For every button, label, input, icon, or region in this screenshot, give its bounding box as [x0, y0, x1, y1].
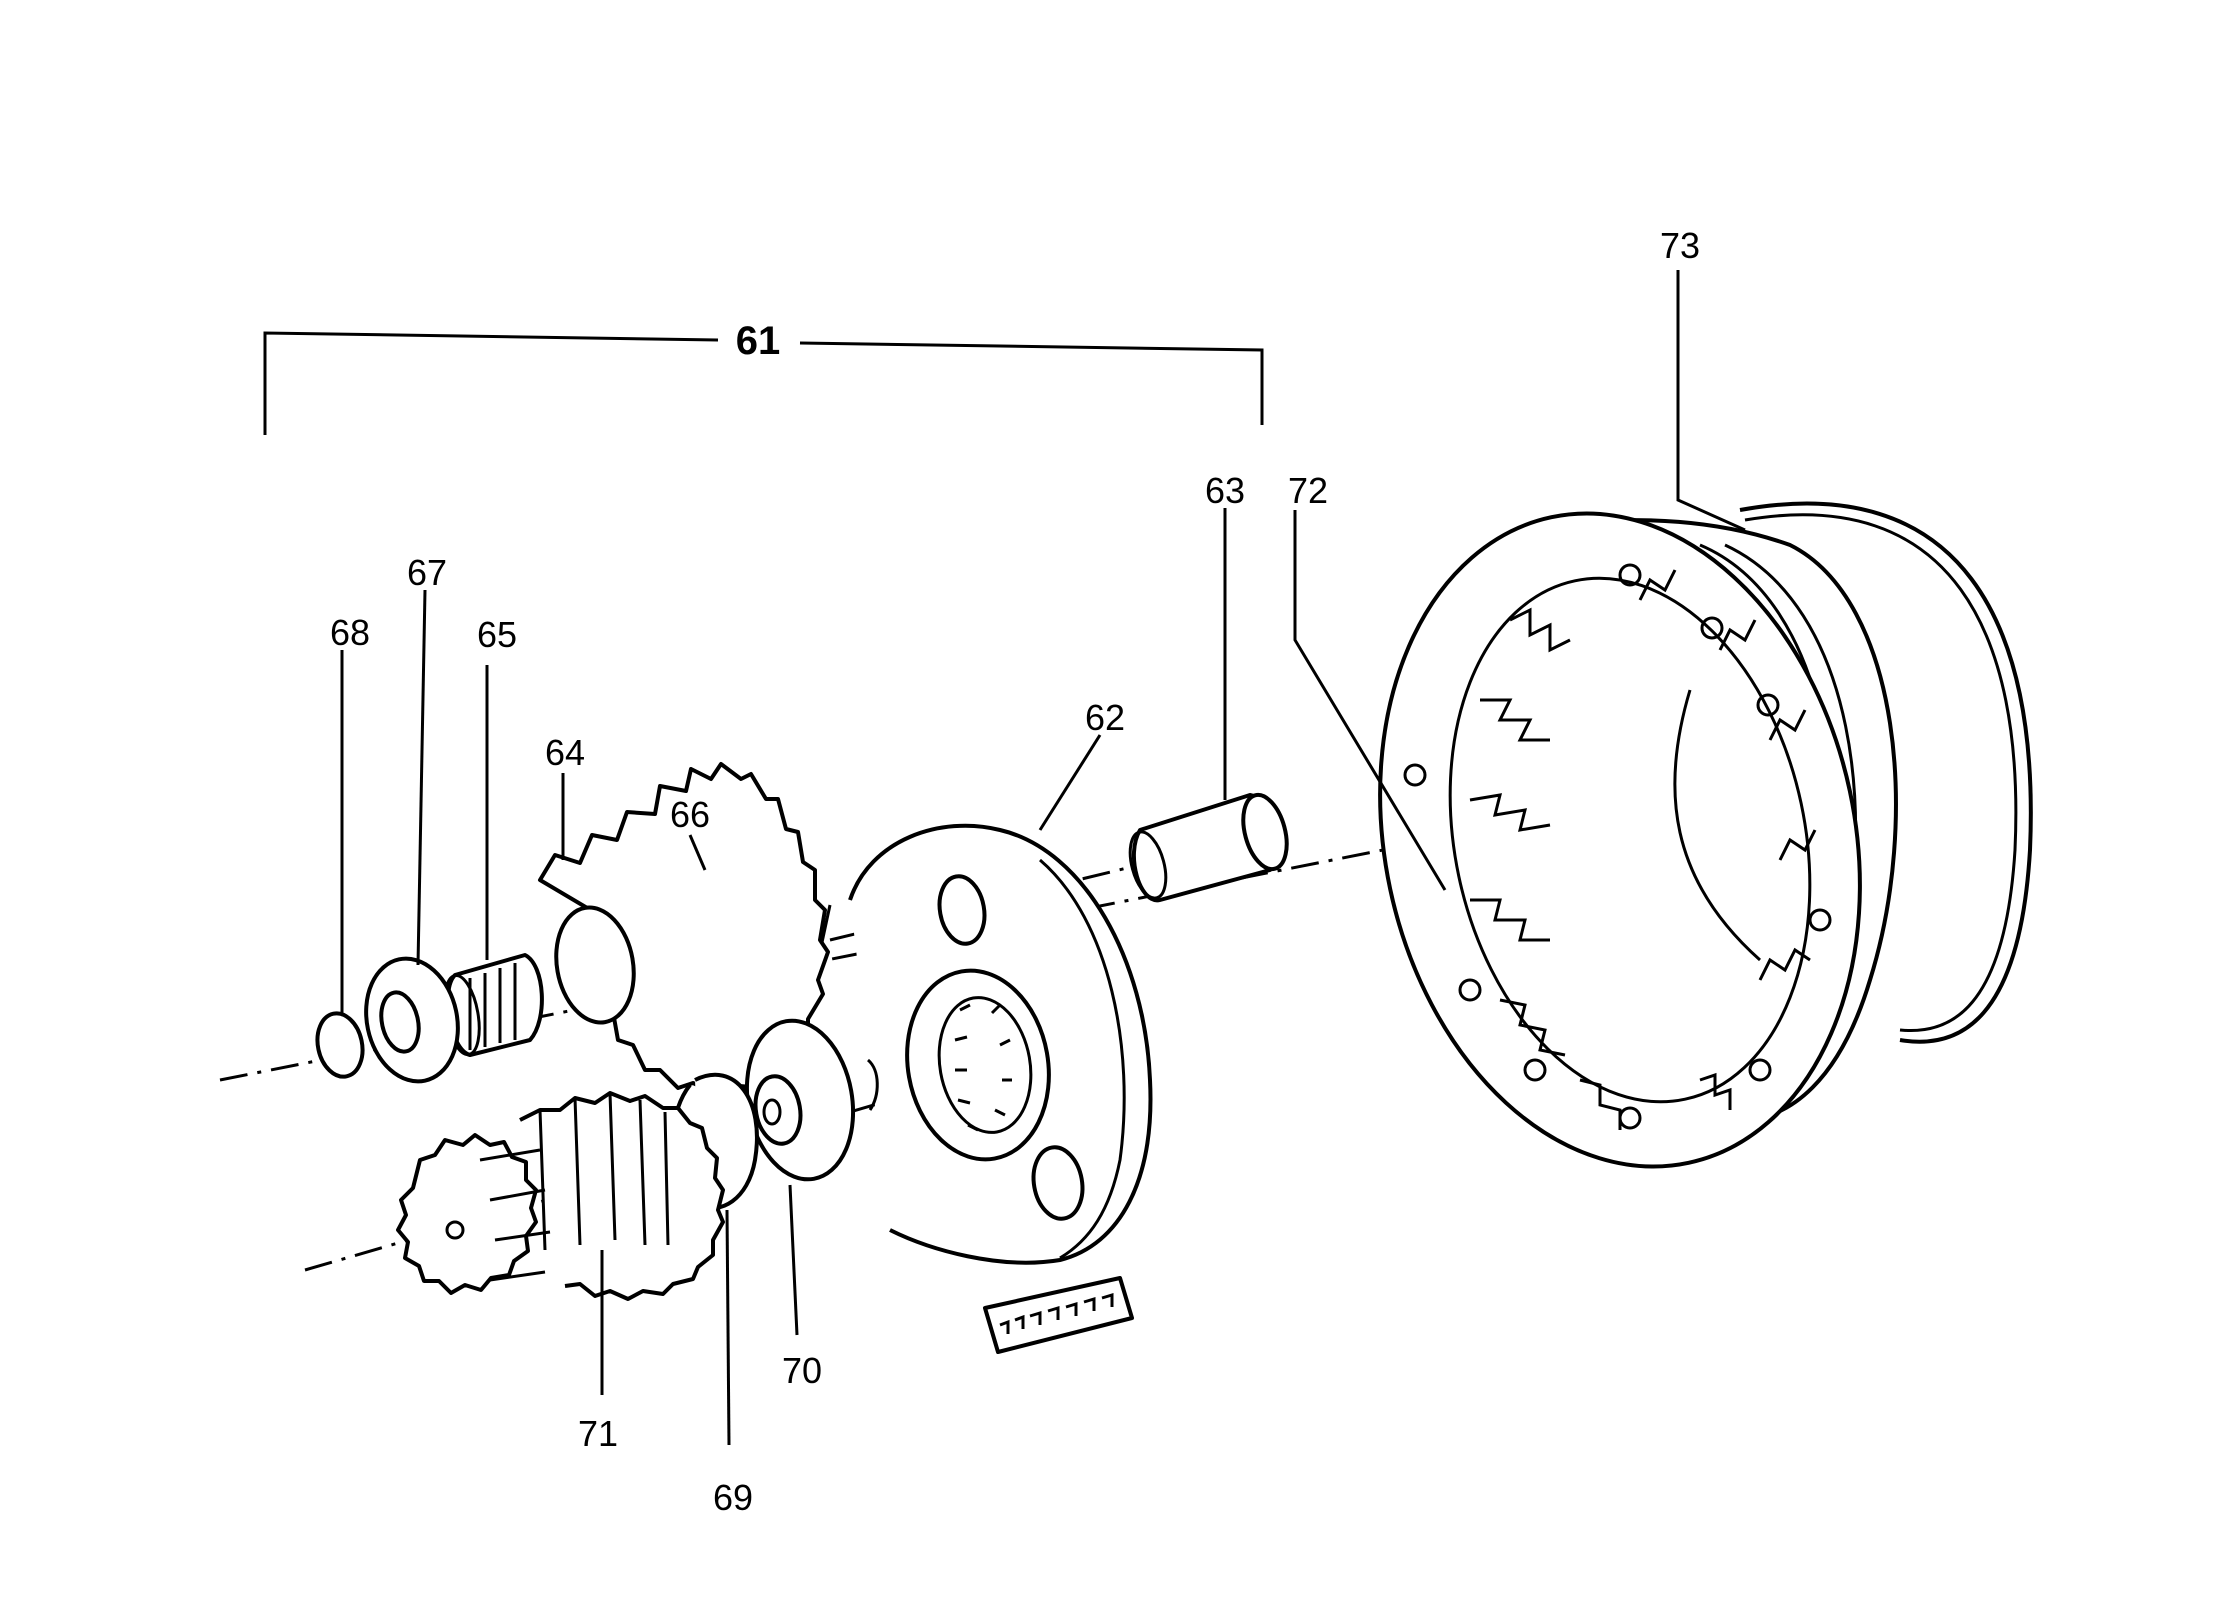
- part-62-planet-carrier: [794, 823, 1153, 1265]
- bearing-body: [445, 953, 544, 1057]
- callout-61: 61: [736, 319, 781, 363]
- assembly-bracket-61: [263, 331, 1264, 435]
- leader-69: [725, 1209, 731, 1446]
- sun-gear-large-body: [519, 1091, 725, 1301]
- carrier-pin-bore-upper: [937, 874, 987, 946]
- callout-72: 72: [1288, 470, 1328, 511]
- carrier-cutaway-3: [866, 1058, 879, 1111]
- sun-gear-large-teeth: [538, 1092, 670, 1251]
- bearing-rollers: [468, 963, 517, 1050]
- bracket-61-left: [263, 331, 719, 435]
- leader-72: [1293, 510, 1447, 891]
- carrier-splined-bore: [937, 996, 1033, 1134]
- part-68-snap-ring: [315, 1011, 365, 1079]
- leader-62: [1038, 734, 1102, 831]
- ring-gear-teeth: [1469, 569, 1817, 1130]
- sun-gear-small-body: [396, 1133, 538, 1295]
- ring-gear-bolt-hole-5: [1748, 1058, 1772, 1082]
- ring-gear-outer: [1378, 511, 1862, 1169]
- planet-gear-64-bore: [554, 905, 636, 1025]
- callout-65: 65: [477, 614, 517, 655]
- callout-73: 73: [1660, 225, 1700, 266]
- leader-67: [416, 589, 427, 966]
- callout-67: 67: [407, 552, 447, 593]
- snap-ring-68: [315, 1011, 365, 1079]
- pin-front-face: [1128, 830, 1168, 900]
- stamp-marks: [999, 1292, 1114, 1334]
- ring-gear-bolt-hole-2: [1700, 616, 1724, 640]
- callout-64: 64: [545, 732, 585, 773]
- carrier-rim-edge: [1039, 858, 1126, 1260]
- leader-73: [1676, 270, 1746, 532]
- callout-70: 70: [782, 1350, 822, 1391]
- ring-gear-bolt-hole-6: [1618, 1106, 1642, 1130]
- callout-71: 71: [578, 1413, 618, 1454]
- callout-66: 66: [670, 794, 710, 835]
- bracket-61-right: [799, 341, 1264, 425]
- ring-gear-bolt-hole-8: [1458, 978, 1482, 1002]
- manufacturer-stamp: [983, 1276, 1134, 1354]
- callout-62: 62: [1085, 697, 1125, 738]
- carrier-pin-bore-lower: [1031, 1145, 1085, 1221]
- ring-gear-bolt-hole-9: [1403, 763, 1427, 787]
- leader-lines: [340, 270, 1746, 1446]
- washer-67-inner: [379, 990, 421, 1054]
- carrier-splines: [954, 1003, 1012, 1132]
- ring-gear-bolt-hole-7: [1523, 1058, 1547, 1082]
- leader-70: [788, 1184, 799, 1336]
- ring-gear-bolt-hole-4: [1808, 908, 1832, 932]
- callout-63: 63: [1205, 470, 1245, 511]
- part-71-sun-gear: [396, 1091, 725, 1301]
- ring-gear-bolt-hole-1: [1618, 563, 1642, 587]
- pin-end-cap: [1241, 792, 1289, 872]
- ring-gear-inner: [1448, 576, 1812, 1104]
- ring-gear-bolt-hole-3: [1756, 693, 1780, 717]
- callout-69: 69: [713, 1477, 753, 1518]
- part-65-needle-bearing: [443, 953, 544, 1057]
- callout-68: 68: [330, 612, 370, 653]
- sun-gear-center: [445, 1220, 465, 1240]
- housing-back-rim-inner: [1744, 513, 2018, 1033]
- bearing-70-bore: [762, 1098, 782, 1126]
- ring-gear-inner-arc: [1673, 689, 1761, 962]
- part-67-washer: [364, 956, 460, 1084]
- part-72-ring-gear: [1378, 511, 1862, 1169]
- part-70-bearing: [744, 1018, 856, 1182]
- sun-gear-small-teeth: [479, 1148, 551, 1282]
- part-64-planet-gear: [538, 762, 830, 1095]
- callout-labels: 61 62 63 64 65 66 67 68 69 70 71 72 73: [330, 225, 1700, 1518]
- leader-66: [688, 834, 707, 871]
- part-63-planet-pin: [1128, 792, 1289, 903]
